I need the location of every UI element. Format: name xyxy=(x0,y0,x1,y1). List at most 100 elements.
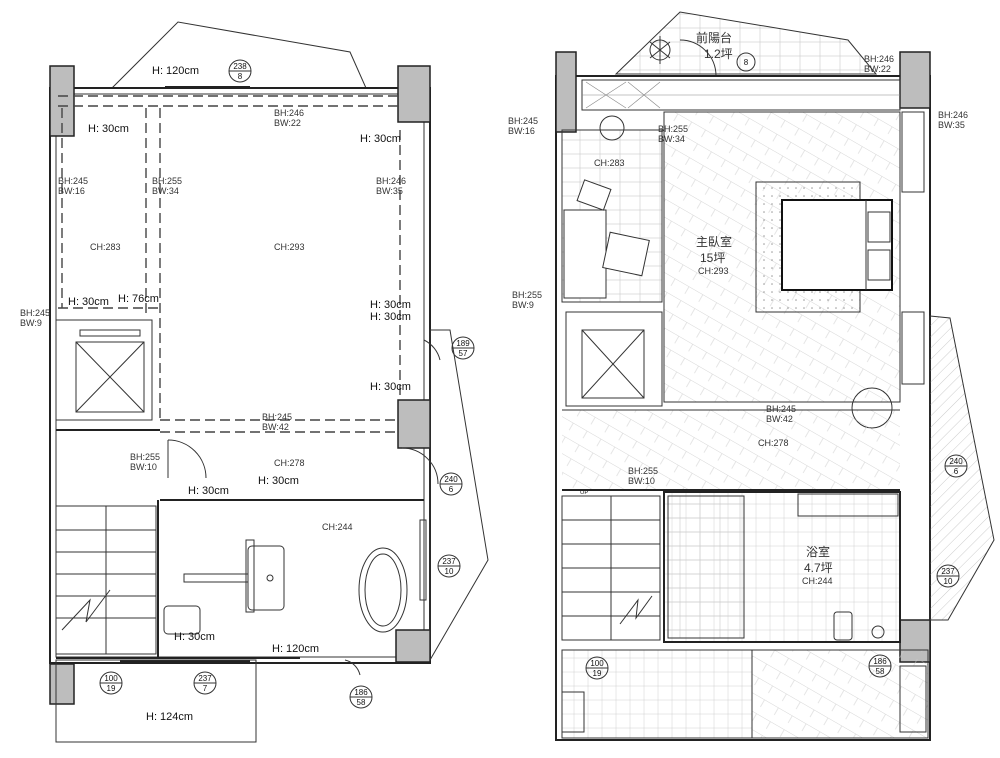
left-beam-label: BW:35 xyxy=(376,186,403,196)
left-h-label: H: 30cm xyxy=(68,296,109,308)
master-bedroom-area: 15坪 xyxy=(700,251,725,265)
left-badge: 189 57 xyxy=(451,336,475,360)
right-badge: 240 6 xyxy=(944,454,968,478)
right-ceiling-label: CH:283 xyxy=(594,158,625,168)
right-beam-label: BH:245 xyxy=(508,116,538,126)
badge-bottom: 7 xyxy=(203,684,208,693)
right-beam-label: BW:16 xyxy=(508,126,535,136)
left-ceiling-label: CH:283 xyxy=(90,242,121,252)
right-stairs xyxy=(561,495,661,641)
right-badge: 186 58 xyxy=(868,654,892,678)
left-column-mr xyxy=(397,399,431,449)
master-bed xyxy=(781,199,893,291)
left-beam-label: BW:34 xyxy=(152,186,179,196)
right-elevator xyxy=(581,329,645,399)
left-badge: 186 58 xyxy=(349,685,373,709)
front-balcony-area: 1.2坪 xyxy=(704,47,733,61)
left-beam-label: BH:245 xyxy=(58,176,88,186)
left-beam-label: BW:9 xyxy=(20,318,42,328)
left-ceiling-label: CH:244 xyxy=(322,522,353,532)
bath-area: 4.7坪 xyxy=(804,561,833,575)
right-beam-label: BH:246 xyxy=(938,110,968,120)
badge-top: 238 xyxy=(233,62,247,71)
master-bedroom-label: 主臥室 xyxy=(696,234,732,249)
badge-top: 240 xyxy=(444,475,458,484)
left-h-label: H: 30cm xyxy=(174,631,215,643)
chair xyxy=(599,115,625,141)
badge-top: 100 xyxy=(104,674,118,683)
right-beam-label: BH:246 xyxy=(864,54,894,64)
badge-bottom: 8 xyxy=(238,72,243,81)
right-plan: UP 前陽台 1.2坪 主臥室 15坪 浴室 4.7坪 BH:246 BW:22… xyxy=(508,11,995,741)
left-beam-label: BH:246 xyxy=(376,176,406,186)
left-outer-wall xyxy=(49,87,431,664)
right-column-tr xyxy=(899,51,931,109)
badge-top: 8 xyxy=(744,58,749,67)
left-plan: H: 120cm H: 30cm H: 30cm H: 30cm H: 76cm… xyxy=(20,21,489,743)
left-badge: 237 10 xyxy=(437,554,461,578)
right-ceiling-label: CH:278 xyxy=(758,438,789,448)
left-beam-label: BW:22 xyxy=(274,118,301,128)
badge-top: 240 xyxy=(949,457,963,466)
right-badge: 237 10 xyxy=(936,564,960,588)
left-bottom-balcony xyxy=(55,659,257,743)
front-balcony-label: 前陽台 xyxy=(696,30,732,45)
right-beam-label: BW:9 xyxy=(512,300,534,310)
left-h-bath-bottom: H: 120cm xyxy=(272,643,319,655)
left-bath-fixtures xyxy=(163,519,427,635)
right-beam-label: BH:255 xyxy=(628,466,658,476)
left-column-tr xyxy=(397,65,431,123)
sofa xyxy=(563,209,607,299)
left-h-label: H: 30cm xyxy=(370,299,411,311)
badge-top: 237 xyxy=(442,557,456,566)
right-beam-label: BW:35 xyxy=(938,120,965,130)
badge-top: 186 xyxy=(873,657,887,666)
right-beam-label: BW:22 xyxy=(864,64,891,74)
left-badge: 240 6 xyxy=(439,472,463,496)
badge-bottom: 6 xyxy=(954,467,959,476)
left-h-label: H: 76cm xyxy=(118,293,159,305)
right-ceiling-label: CH:293 xyxy=(698,266,729,276)
right-front-balcony xyxy=(614,11,878,75)
right-badge: 100 19 xyxy=(585,656,609,680)
left-beam-label: BW:42 xyxy=(262,422,289,432)
left-elevator xyxy=(75,341,145,413)
bath-label: 浴室 xyxy=(806,544,830,559)
badge-bottom: 58 xyxy=(876,667,885,676)
left-stairs xyxy=(55,505,157,655)
left-h-bottom-balcony: H: 124cm xyxy=(146,711,193,723)
stair-up-mark: UP xyxy=(580,490,588,496)
badge-top: 186 xyxy=(354,688,368,697)
right-beam-label: BH:255 xyxy=(512,290,542,300)
wardrobe-right xyxy=(901,111,925,193)
right-ceiling-label: CH:244 xyxy=(802,576,833,586)
left-badge: 238 8 xyxy=(228,59,252,83)
left-h-label: H: 30cm xyxy=(370,311,411,323)
badge-bottom: 58 xyxy=(357,698,366,707)
left-badge: 100 19 xyxy=(99,671,123,695)
left-h-label: H: 30cm xyxy=(258,475,299,487)
badge-top: 237 xyxy=(198,674,212,683)
badge-bottom: 10 xyxy=(944,577,953,586)
left-beam-label: BH:255 xyxy=(130,452,160,462)
left-side-balcony xyxy=(429,329,489,662)
left-h-label: H: 30cm xyxy=(360,133,401,145)
badge-bottom: 19 xyxy=(107,684,116,693)
plant-icon xyxy=(649,36,671,64)
left-bathtub xyxy=(358,547,408,633)
badge-bottom: 6 xyxy=(449,485,454,494)
right-beam-label: BH:245 xyxy=(766,404,796,414)
badge-bottom: 10 xyxy=(445,567,454,576)
right-side-balcony xyxy=(929,315,995,621)
left-h-label: H: 30cm xyxy=(188,485,229,497)
left-beam-label: BH:245 xyxy=(20,308,50,318)
badge-bottom: 57 xyxy=(459,349,468,358)
left-beam-label: BH:255 xyxy=(152,176,182,186)
left-badge: 237 7 xyxy=(193,671,217,695)
left-column-bl xyxy=(49,663,75,705)
left-beam-label: BW:16 xyxy=(58,186,85,196)
badge-top: 100 xyxy=(590,659,604,668)
right-beam-label: BW:42 xyxy=(766,414,793,424)
badge-top: 237 xyxy=(941,567,955,576)
left-column-br xyxy=(395,629,431,663)
